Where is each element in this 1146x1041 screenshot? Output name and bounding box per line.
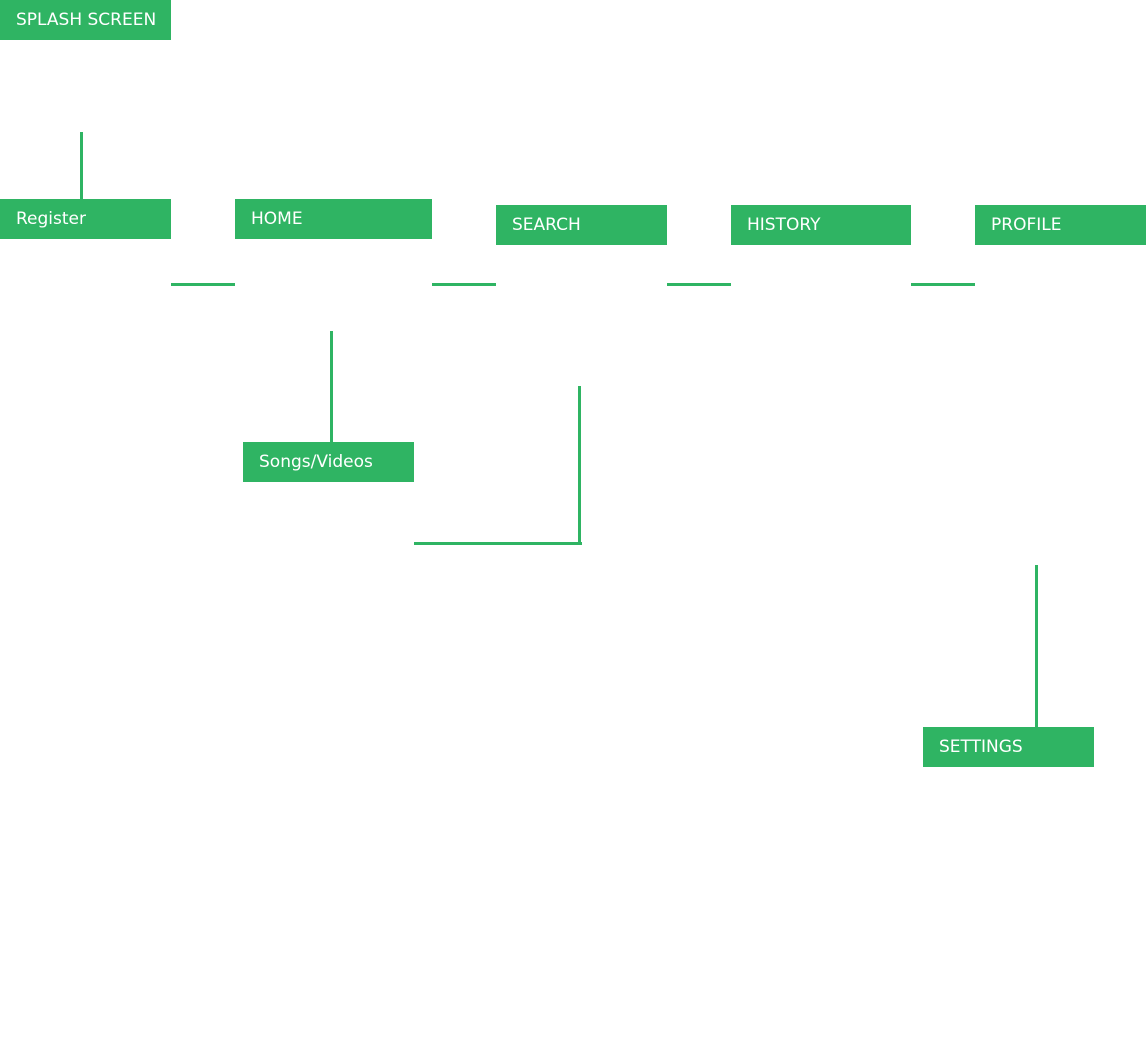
connector-register-home — [171, 283, 235, 286]
connector-songs-videos-search-horizontal — [414, 542, 582, 545]
node-register[interactable]: Register — [0, 199, 171, 239]
connector-home-songs-videos — [330, 331, 333, 442]
node-home-label: HOME — [251, 209, 303, 229]
node-search-label: SEARCH — [512, 215, 581, 235]
node-profile[interactable]: PROFILE — [975, 205, 1146, 245]
node-search[interactable]: SEARCH — [496, 205, 667, 245]
node-home[interactable]: HOME — [235, 199, 432, 239]
node-history[interactable]: HISTORY — [731, 205, 911, 245]
connector-search-history — [667, 283, 731, 286]
connector-home-search — [432, 283, 496, 286]
connector-history-profile — [911, 283, 975, 286]
connector-splash-register — [80, 132, 83, 199]
node-settings-label: SETTINGS — [939, 737, 1023, 757]
node-songs-videos-label: Songs/Videos — [259, 452, 373, 472]
connector-songs-videos-search-vertical — [578, 386, 581, 545]
node-splash-screen[interactable]: SPLASH SCREEN — [0, 0, 171, 40]
node-history-label: HISTORY — [747, 215, 821, 235]
connector-profile-settings — [1035, 565, 1038, 727]
node-register-label: Register — [16, 209, 86, 229]
node-songs-videos[interactable]: Songs/Videos — [243, 442, 414, 482]
node-profile-label: PROFILE — [991, 215, 1062, 235]
node-settings[interactable]: SETTINGS — [923, 727, 1094, 767]
node-splash-screen-label: SPLASH SCREEN — [16, 10, 157, 30]
